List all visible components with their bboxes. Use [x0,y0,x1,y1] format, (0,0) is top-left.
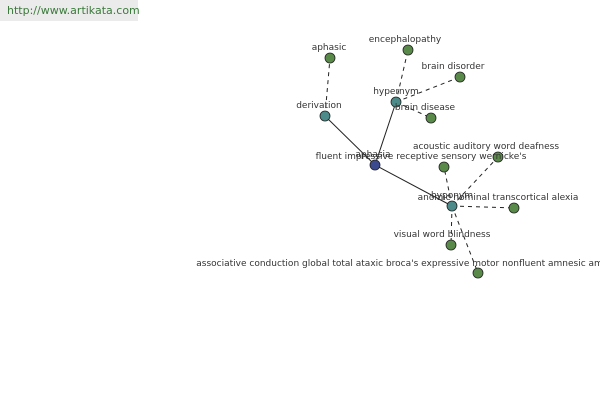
edge-derivation-aphasic [324,57,331,117]
node-aphasia[interactable] [369,159,381,171]
node-brain-disease[interactable] [425,112,437,124]
node-associative[interactable] [472,267,484,279]
node-encephalopathy[interactable] [402,44,414,56]
url-watermark-bar: http://www.artikata.com [0,0,140,21]
node-label-aphasia[interactable]: aphasia [355,150,390,160]
edge-hyponym-visual [450,205,453,246]
node-hyponym[interactable] [446,200,458,212]
node-hypernym1[interactable] [390,96,402,108]
node-label-hypernym1[interactable]: hypernym [373,87,419,97]
graph-edges [324,49,515,274]
node-fluent-list[interactable] [438,161,450,173]
node-anomic[interactable] [508,202,520,214]
node-label-brain-disease[interactable]: brain disease [395,103,456,113]
edge-aphasia-hyponym [374,164,453,207]
node-brain-disorder[interactable] [454,71,466,83]
edge-hyponym-acoustic [451,156,499,207]
node-label-hyponym[interactable]: hyponym [431,191,473,201]
edge-hyponym-anomic [451,205,515,209]
edge-hypernym1-encephalopathy [395,49,409,103]
node-label-associative[interactable]: associative conduction global total atax… [196,259,600,269]
node-aphasic[interactable] [324,52,336,64]
edge-aphasia-hypernym1 [374,101,397,166]
node-derivation[interactable] [319,110,331,122]
node-label-acoustic[interactable]: acoustic auditory word deafness [413,142,559,152]
node-label-anomic[interactable]: anomic nominal transcortical alexia [418,193,579,203]
graph-labels: aphasia hypernym derivation hyponym aphasic e… [196,35,600,269]
node-label-encephalopathy[interactable]: encephalopathy [369,35,442,45]
node-label-derivation[interactable]: derivation [296,101,342,111]
edge-hyponym-fluent-list [443,166,453,207]
node-label-aphasic[interactable]: aphasic [312,43,347,53]
edge-aphasia-derivation [324,115,376,166]
url-watermark[interactable]: http://www.artikata.com [7,4,140,17]
graph-nodes [319,44,520,279]
node-label-brain-disorder[interactable]: brain disorder [422,62,485,72]
edge-hyponym-associative [451,205,479,274]
node-label-visual[interactable]: visual word blindness [394,230,491,240]
edge-hypernym1-brain-disease [395,101,432,119]
edge-hypernym1-brain-disorder [395,76,461,103]
node-visual[interactable] [445,239,457,251]
node-label-fluent-list[interactable]: fluent impressive receptive sensory wern… [316,152,527,162]
node-acoustic[interactable] [492,151,504,163]
